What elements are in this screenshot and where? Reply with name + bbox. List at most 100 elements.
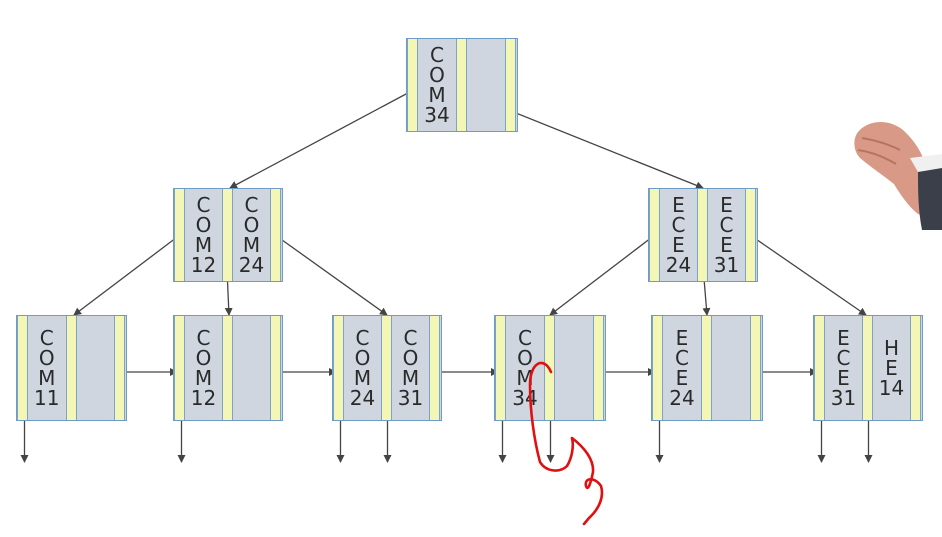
key-glyph: E bbox=[675, 326, 689, 350]
key-glyph: C bbox=[671, 213, 686, 237]
key-glyph: E bbox=[672, 233, 685, 257]
key-glyph: C bbox=[244, 193, 259, 217]
key-glyph: O bbox=[38, 346, 55, 370]
key-glyph: E bbox=[837, 366, 850, 390]
presenter-hand bbox=[854, 121, 942, 230]
key-glyph: 24 bbox=[669, 386, 695, 410]
pointer-slot bbox=[174, 189, 185, 281]
pointer-slot bbox=[429, 316, 440, 420]
key-glyph: 12 bbox=[190, 253, 217, 277]
empty-key-cell bbox=[712, 316, 750, 420]
pointer-slot bbox=[701, 316, 712, 420]
key-glyph: C bbox=[196, 326, 211, 350]
pointer-slot bbox=[174, 316, 185, 420]
key-glyph: O bbox=[402, 346, 419, 370]
key-glyph: C bbox=[39, 326, 54, 350]
pointer-slot bbox=[495, 316, 506, 420]
key-glyph: C bbox=[430, 43, 444, 67]
key-glyph: M bbox=[428, 83, 446, 107]
key-glyph: O bbox=[195, 346, 212, 370]
pointer-slot bbox=[750, 316, 761, 420]
pointer-slot bbox=[652, 316, 663, 420]
empty-key-cell bbox=[233, 316, 270, 420]
empty-key-cell bbox=[77, 316, 115, 420]
key-glyph: C bbox=[675, 346, 689, 370]
pointer-slot bbox=[862, 316, 873, 420]
pointer-slot bbox=[697, 189, 708, 281]
key-glyph: M bbox=[516, 366, 534, 390]
empty-key-cell bbox=[555, 316, 593, 420]
key-glyph: O bbox=[517, 346, 533, 370]
key-glyph: M bbox=[194, 366, 213, 390]
pointer-slot bbox=[649, 189, 660, 281]
key-glyph: 34 bbox=[512, 386, 538, 410]
key-glyph: 12 bbox=[190, 386, 217, 410]
key-glyph: O bbox=[354, 346, 371, 370]
key-glyph: O bbox=[429, 63, 445, 87]
pointer-slot bbox=[65, 316, 77, 420]
key-glyph: C bbox=[355, 326, 370, 350]
key-glyph: C bbox=[403, 326, 418, 350]
key-glyph: M bbox=[38, 366, 56, 390]
key-glyph: 31 bbox=[397, 386, 424, 410]
key-glyph: O bbox=[195, 213, 212, 237]
pointer-slot bbox=[222, 316, 233, 420]
key-glyph: 24 bbox=[349, 386, 376, 410]
pointer-slot bbox=[745, 189, 756, 281]
child-pointer-arrow bbox=[751, 235, 867, 316]
pointer-slot bbox=[456, 39, 467, 131]
key-glyph: C bbox=[196, 193, 211, 217]
pointer-slot bbox=[407, 39, 418, 131]
key-glyph: E bbox=[720, 233, 733, 257]
key-glyph: E bbox=[675, 366, 689, 390]
pointer-slot bbox=[381, 316, 392, 420]
pointer-slot bbox=[222, 189, 233, 281]
key-glyph: M bbox=[194, 233, 213, 257]
key-glyph: C bbox=[719, 213, 734, 237]
key-glyph: E bbox=[837, 326, 850, 350]
pointer-slot bbox=[544, 316, 555, 420]
key-glyph: 31 bbox=[830, 386, 857, 410]
key-glyph: 31 bbox=[713, 253, 740, 277]
pointer-slot bbox=[505, 39, 516, 131]
key-glyph: 34 bbox=[424, 103, 450, 127]
pointer-slot bbox=[593, 316, 604, 420]
key-glyph: 24 bbox=[238, 253, 265, 277]
key-glyph: E bbox=[885, 356, 898, 380]
child-pointer-arrow bbox=[73, 235, 179, 316]
key-glyph: 24 bbox=[665, 253, 692, 277]
key-glyph: E bbox=[672, 193, 685, 217]
pointer-slot bbox=[333, 316, 344, 420]
pointer-slot bbox=[270, 189, 281, 281]
key-glyph: C bbox=[836, 346, 851, 370]
key-glyph: 11 bbox=[34, 386, 60, 410]
pointer-slot bbox=[114, 316, 125, 420]
pointer-slot bbox=[910, 316, 921, 420]
